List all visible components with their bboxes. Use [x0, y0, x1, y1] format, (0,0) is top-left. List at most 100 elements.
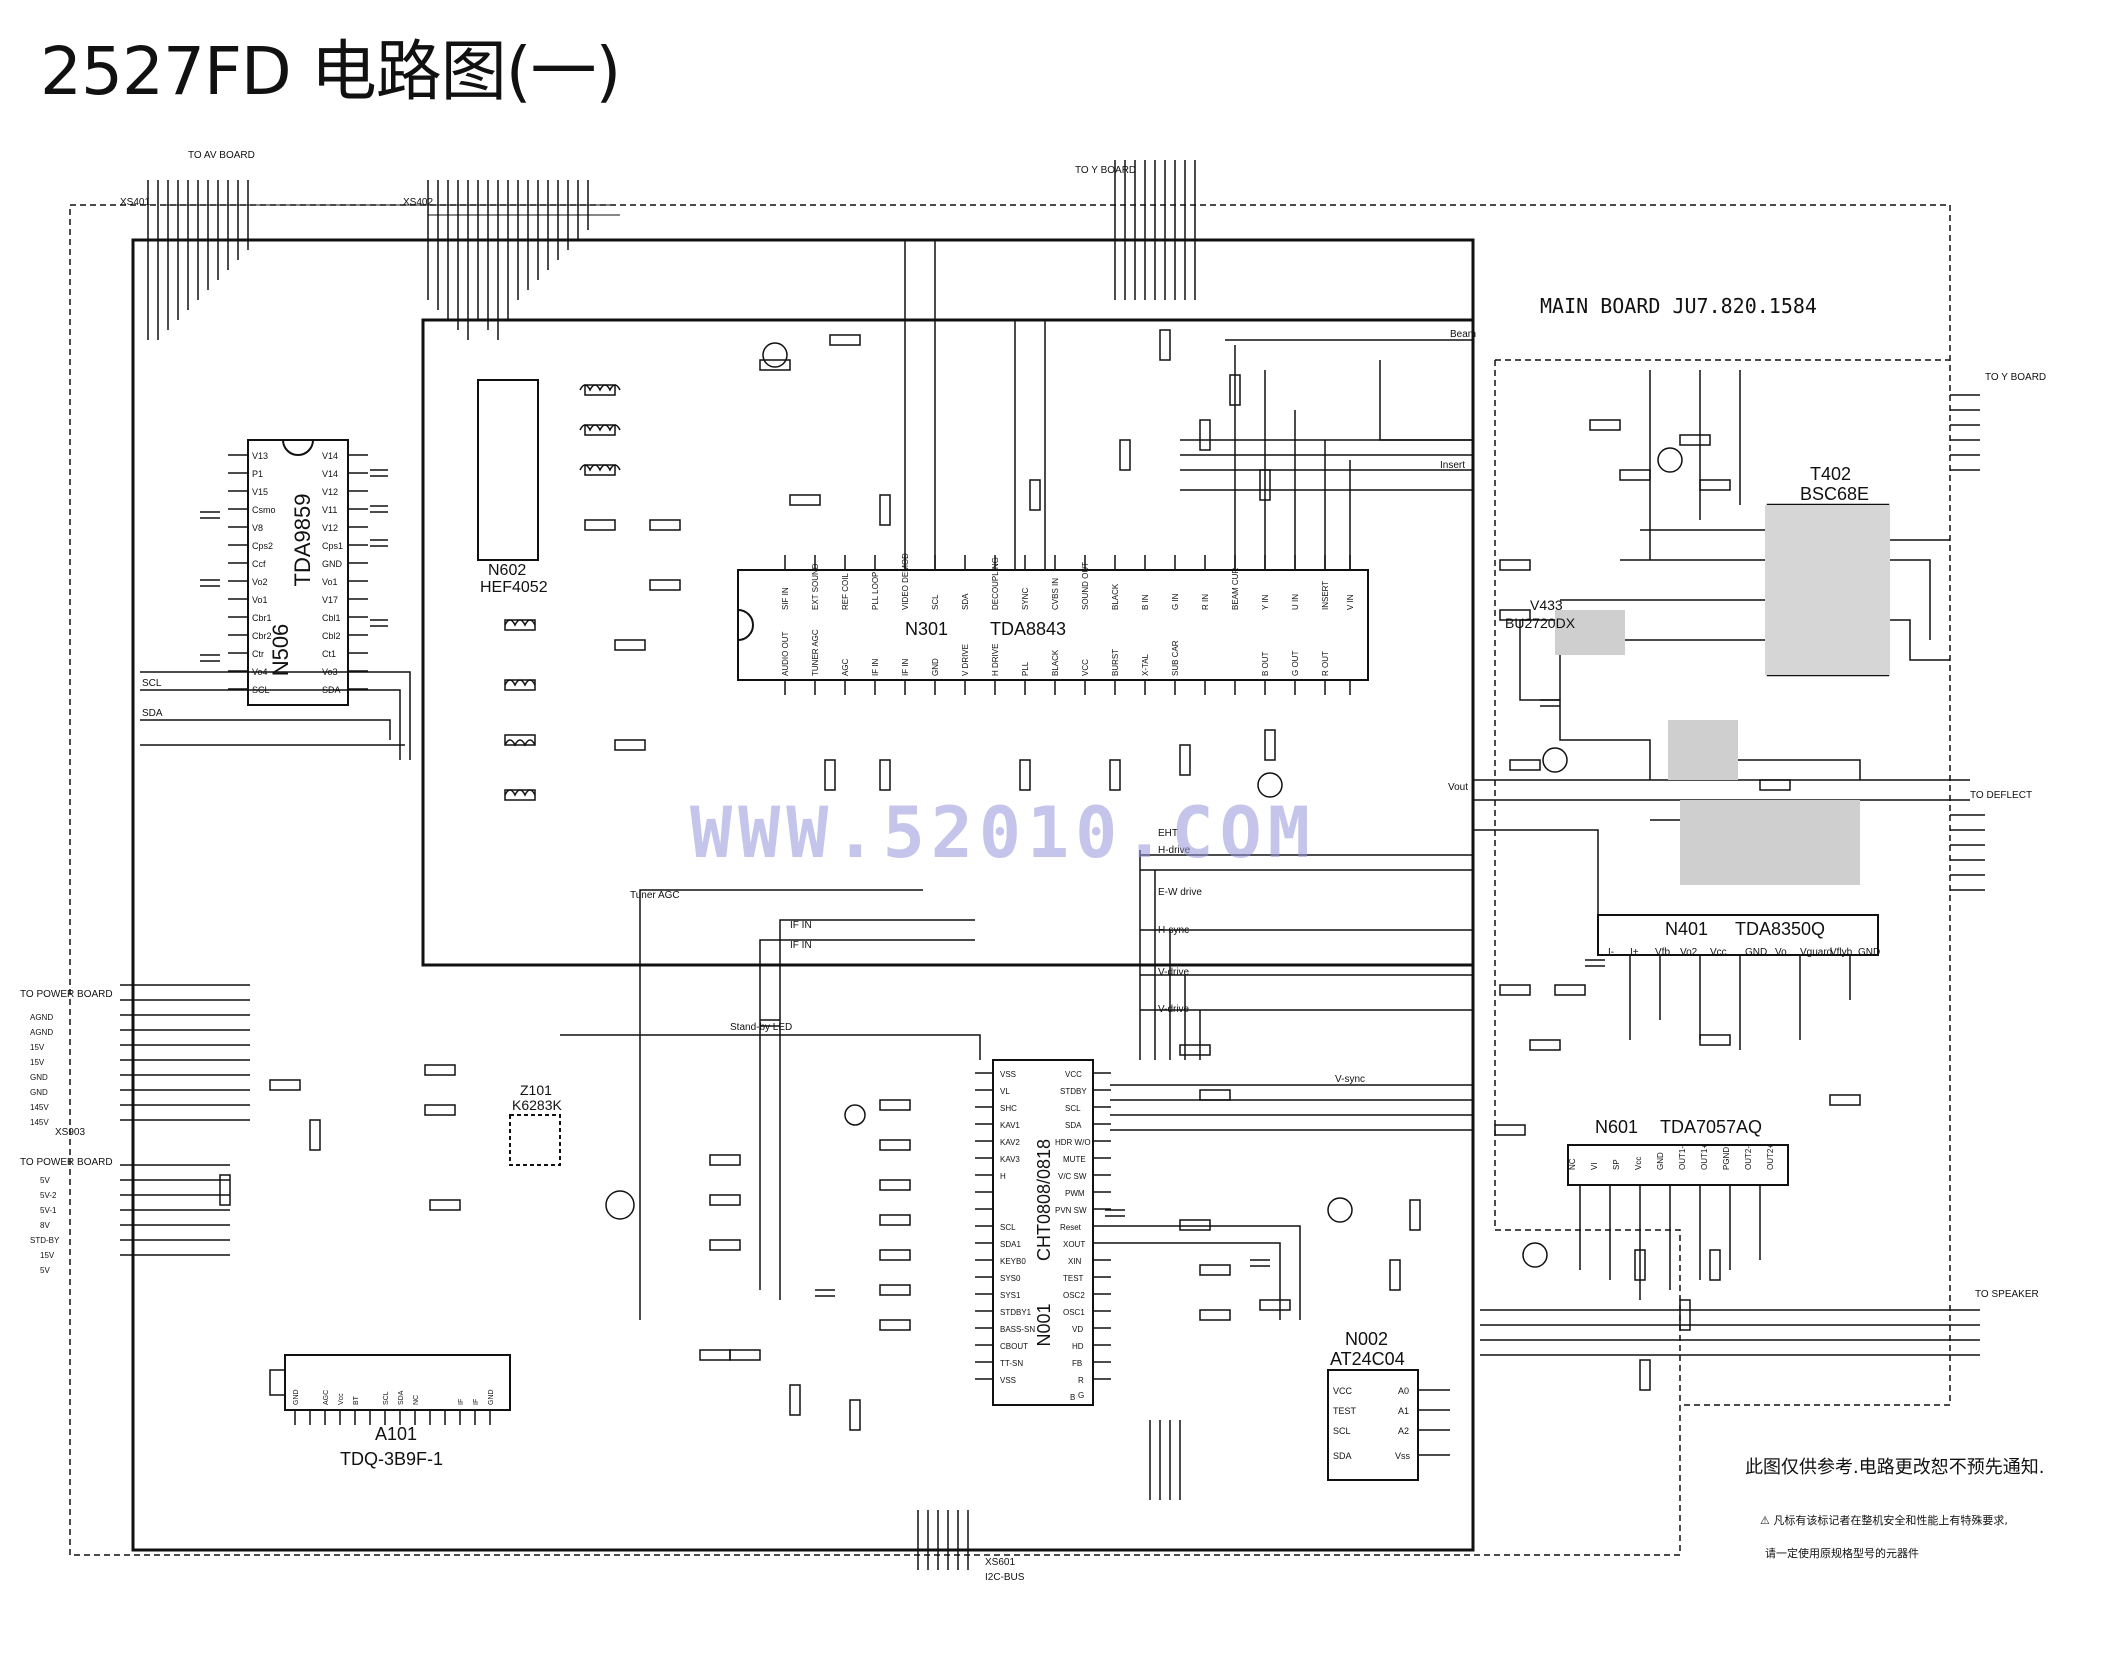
n301-pin-top-17: Y IN	[1261, 594, 1270, 610]
n001-pin-right-15: OSC1	[1063, 1308, 1085, 1317]
signal-scl: SCL	[142, 678, 162, 689]
n506-pin-left-13: Vo4	[252, 667, 268, 677]
power-pin-4: 15V	[30, 1058, 45, 1067]
power-pin-labels: AGND AGND 15V 15V GND GND 145V 145V 5V 5…	[30, 1013, 60, 1275]
n002-pin-4: Vss	[1395, 1451, 1411, 1461]
power2-pin-7: 5V	[40, 1266, 50, 1275]
n301-pin-bottom-7: V DRIVE	[961, 644, 970, 676]
power-pin-5: GND	[30, 1073, 48, 1082]
signal-beam: Beam	[1450, 329, 1476, 340]
watermark: WWW.52010.COM	[690, 792, 1316, 874]
power2-pin-4: 8V	[40, 1221, 50, 1230]
n601-pin-labels: NC VI SP Vcc GND OUT1- OUT1+ PGND OUT2- …	[1568, 1144, 1775, 1170]
n301-pin-top-3: REF COIL	[841, 573, 850, 610]
n301-pin-bottom-13: X-TAL	[1141, 653, 1150, 676]
n001-pin-right-16: VD	[1072, 1325, 1083, 1334]
xs903-label: XS903	[55, 1127, 85, 1138]
a101-pin-5: SCL	[383, 1391, 390, 1405]
n002-pin-7: SCL	[1333, 1426, 1351, 1436]
n001-pin-right-8: PWM	[1065, 1189, 1085, 1198]
inner-frame	[421, 318, 1475, 967]
n401-pin-1: I-	[1608, 947, 1614, 958]
n401-pin-labels: I- I+ Vfb Vo2 Vcc GND Vo Vguard Vflyb GN…	[1608, 947, 1880, 958]
n001-pin-right-12: XIN	[1068, 1257, 1082, 1266]
n001-pin-right-4: SDA	[1065, 1121, 1082, 1130]
z101-chip	[509, 1114, 561, 1166]
n506-pin-left-6: Cps2	[252, 541, 273, 551]
n506-pin-left-1: V13	[252, 451, 268, 461]
n301-pin-bottom-2: TUNER AGC	[811, 629, 820, 676]
power2-pin-5: STD-BY	[30, 1236, 60, 1245]
n301-pin-top-12: BLACK	[1111, 583, 1120, 610]
page-title: 2527FD 电路图(一)	[40, 33, 621, 110]
n001-pin-left-2: VL	[1000, 1087, 1010, 1096]
a101-pin-7: NC	[413, 1395, 420, 1405]
signal-v-sync: V-sync	[1335, 1074, 1365, 1085]
n301-pin-top-9: SYNC	[1021, 588, 1030, 610]
n001-pin-left-17: VSS	[1000, 1376, 1016, 1385]
n001-pin-left-15: CBOUT	[1000, 1342, 1028, 1351]
a101-pin-10: GND	[488, 1389, 495, 1405]
power-pin-2: AGND	[30, 1028, 53, 1037]
n301-pin-bottom-4: IF IN	[871, 658, 880, 676]
power-pin-3: 15V	[30, 1043, 45, 1052]
t402-label: T402	[1810, 464, 1851, 484]
n301-pin-top-8: DECOUPLING	[991, 557, 1000, 610]
n002-pin-labels: A0 A1 A2 Vss VCC TEST SCL SDA	[1333, 1386, 1411, 1461]
n001-pin-left-5: KAV2	[1000, 1138, 1020, 1147]
n001-pin-right-2: STDBY	[1060, 1087, 1087, 1096]
n506-pin-right-12: Ct1	[322, 649, 336, 659]
n301-pin-top-10: CVBS IN	[1051, 578, 1060, 610]
i2c-bus-label: I2C-BUS	[985, 1572, 1025, 1583]
n001-pin-right-21: B	[1070, 1393, 1075, 1402]
power2-pin-6: 15V	[40, 1251, 55, 1260]
n506-pin-right-2: V14	[322, 469, 338, 479]
n001-pin-left-14: BASS-SN	[1000, 1325, 1035, 1334]
n002-pin-6: TEST	[1333, 1406, 1357, 1416]
n506-pin-left-14: SCL	[252, 685, 270, 695]
to-speaker-label: TO SPEAKER	[1975, 1289, 2039, 1300]
n301-pin-bottom-9: PLL	[1021, 661, 1030, 676]
signal-if-in-2: IF IN	[790, 940, 812, 951]
n301-pin-top-16: BEAM CUR	[1231, 568, 1240, 610]
signal-v-drive-1: V-drive	[1158, 967, 1190, 978]
n001-pin-right-11: XOUT	[1063, 1240, 1085, 1249]
signal-tuner-agc: Tuner AGC	[630, 890, 680, 901]
n401-part: TDA8350Q	[1735, 919, 1825, 939]
a101-pin-6: SDA	[398, 1390, 405, 1405]
n001-pin-right-14: OSC2	[1063, 1291, 1085, 1300]
n601-pin-7: OUT1+	[1700, 1144, 1709, 1170]
n001-part: CHT0808/0818	[1034, 1139, 1054, 1261]
n401-pin-3: Vfb	[1655, 947, 1670, 958]
power-pin-1: AGND	[30, 1013, 53, 1022]
power-pin-6: GND	[30, 1088, 48, 1097]
n001-pin-left-11: SYS0	[1000, 1274, 1021, 1283]
n301-pin-top-13: B IN	[1141, 594, 1150, 610]
n506-pin-right-10: Cbl1	[322, 613, 341, 623]
a101-pin-4: BT	[353, 1395, 360, 1405]
n401-pin-4: Vo2	[1680, 947, 1698, 958]
outer-frame	[69, 204, 1951, 1556]
n401-pin-10: GND	[1858, 947, 1880, 958]
n506-pin-labels: V13 P1 V15 Csmo V8 Cps2 Ccf Vo2 Vo1 Cbr1…	[252, 451, 343, 695]
n506-pin-left-11: Cbr2	[252, 631, 272, 641]
n601-pin-1: NC	[1568, 1158, 1577, 1170]
n301-pin-top-2: EXT SOUND	[811, 563, 820, 610]
signal-eht: EHT	[1158, 828, 1178, 839]
n301-pin-top-5: VIDEO DEMOD	[901, 553, 910, 610]
n001-pin-left-12: SYS1	[1000, 1291, 1021, 1300]
n301-pin-top-18: U IN	[1291, 594, 1300, 610]
n301-pin-bottom-14: SUB CAR	[1171, 640, 1180, 676]
n401-label: N401	[1665, 919, 1708, 939]
n001-pin-right-7: V/C SW	[1058, 1172, 1087, 1181]
n001-pin-right-3: SCL	[1065, 1104, 1081, 1113]
n001-pin-left-6: KAV3	[1000, 1155, 1020, 1164]
v433-label: V433	[1530, 597, 1563, 613]
n301-pin-top-4: PLL LOOP	[871, 572, 880, 610]
n506-pin-right-14: SDA	[322, 685, 341, 695]
n506-pin-left-10: Cbr1	[252, 613, 272, 623]
n401-pin-2: I+	[1630, 947, 1639, 958]
n001-pin-left-1: VSS	[1000, 1070, 1016, 1079]
n506-pin-left-3: V15	[252, 487, 268, 497]
n601-pin-10: OUT2+	[1766, 1144, 1775, 1170]
